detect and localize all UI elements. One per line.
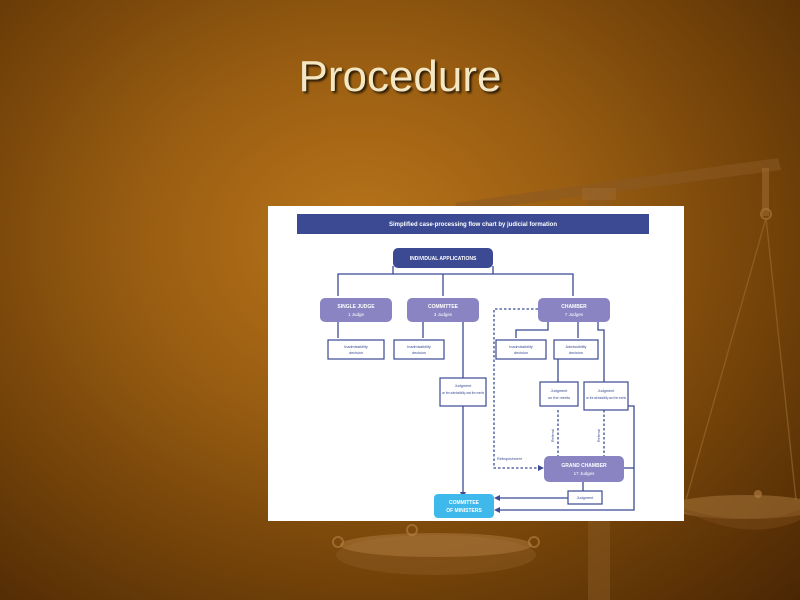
edge-label-referral-2: Referral bbox=[597, 429, 601, 442]
node-grand-chamber bbox=[544, 456, 624, 482]
flowchart-image: Simplified case-processing flow chart by… bbox=[268, 206, 684, 521]
flowchart-diagram: Simplified case-processing flow chart by… bbox=[297, 214, 649, 518]
node-single-judge bbox=[320, 298, 392, 322]
node-chamber bbox=[538, 298, 610, 322]
edge-chamber-judgment-to-ministers bbox=[500, 405, 635, 511]
node-chamber-judgment-adm-merits-label: Judgment bbox=[598, 389, 616, 393]
node-inadmissibility-decision-3 bbox=[495, 339, 547, 360]
node-chamber-judgment-merits-sub: on the merits bbox=[548, 396, 570, 400]
node-inadmissibility-decision-3-sub: decision bbox=[514, 351, 528, 355]
node-chamber-sub: 7 Judges bbox=[565, 312, 584, 317]
node-inadmissibility-decision-2 bbox=[393, 339, 445, 360]
node-individual-applications-label: INDIVIDUAL APPLICATIONS bbox=[410, 256, 477, 262]
flowchart-header-text: Simplified case-processing flow chart by… bbox=[389, 222, 557, 228]
node-committee-sub: 3 Judges bbox=[434, 312, 453, 317]
node-inadmissibility-decision-1-label: Inadmissibility bbox=[344, 345, 368, 349]
edge-to-chamber bbox=[492, 266, 574, 296]
edge-to-single-judge bbox=[337, 266, 394, 296]
node-admissibility-decision-label: Admissibility bbox=[566, 345, 587, 349]
edge-chamber-judgment-adm-merits bbox=[597, 322, 605, 382]
flowchart-header-bar bbox=[297, 214, 649, 234]
node-inadmissibility-decision-3-label: Inadmissibility bbox=[509, 345, 533, 349]
node-inadmissibility-decision-2-sub: decision bbox=[412, 351, 426, 355]
arrowhead-gc bbox=[494, 495, 500, 501]
edge-chamber-inadmissibility bbox=[515, 322, 549, 338]
node-grand-chamber-sub: 17 Judges bbox=[574, 471, 596, 476]
node-chamber-judgment-adm-merits bbox=[583, 381, 629, 411]
node-committee-of-ministers-sub: OF MINISTERS bbox=[446, 508, 482, 514]
node-single-judge-sub: 1 Judge bbox=[348, 312, 365, 317]
node-chamber-judgment-adm-merits-sub: on the admissibility and the merits bbox=[586, 396, 626, 400]
arrowhead-chamber bbox=[494, 507, 500, 513]
edge-relinquishment bbox=[493, 308, 540, 469]
node-inadmissibility-decision-2-label: Inadmissibility bbox=[407, 345, 431, 349]
node-chamber-judgment-merits-label: Judgment bbox=[551, 389, 569, 393]
arrowhead-relinquishment bbox=[538, 465, 544, 471]
node-grand-chamber-judgment bbox=[567, 490, 603, 505]
node-chamber-judgment-merits bbox=[539, 381, 579, 407]
node-single-judge-label: SINGLE JUDGE bbox=[337, 304, 375, 310]
node-inadmissibility-decision-1 bbox=[327, 339, 385, 360]
node-admissibility-decision bbox=[553, 339, 599, 360]
node-committee-of-ministers bbox=[434, 494, 494, 518]
slide-title: Procedure bbox=[298, 52, 502, 101]
node-inadmissibility-decision-1-sub: decision bbox=[349, 351, 363, 355]
node-committee-label: COMMITTEE bbox=[428, 304, 459, 310]
node-committee-judgment-label: Judgment bbox=[455, 384, 473, 388]
edge-label-relinquishment: Relinquishment bbox=[497, 457, 522, 461]
edge-label-referral-1: Referral bbox=[551, 429, 555, 442]
node-grand-chamber-label: GRAND CHAMBER bbox=[561, 463, 607, 469]
node-committee bbox=[407, 298, 479, 322]
node-chamber-label: CHAMBER bbox=[561, 304, 587, 310]
node-individual-applications bbox=[393, 248, 493, 268]
node-admissibility-decision-sub: decision bbox=[569, 351, 583, 355]
node-grand-chamber-judgment-label: Judgment bbox=[577, 496, 595, 500]
node-committee-of-ministers-label: COMMITTEE bbox=[449, 500, 480, 506]
node-committee-judgment-sub: on the admissibility and the merits bbox=[442, 391, 484, 395]
node-committee-judgment bbox=[439, 377, 487, 407]
